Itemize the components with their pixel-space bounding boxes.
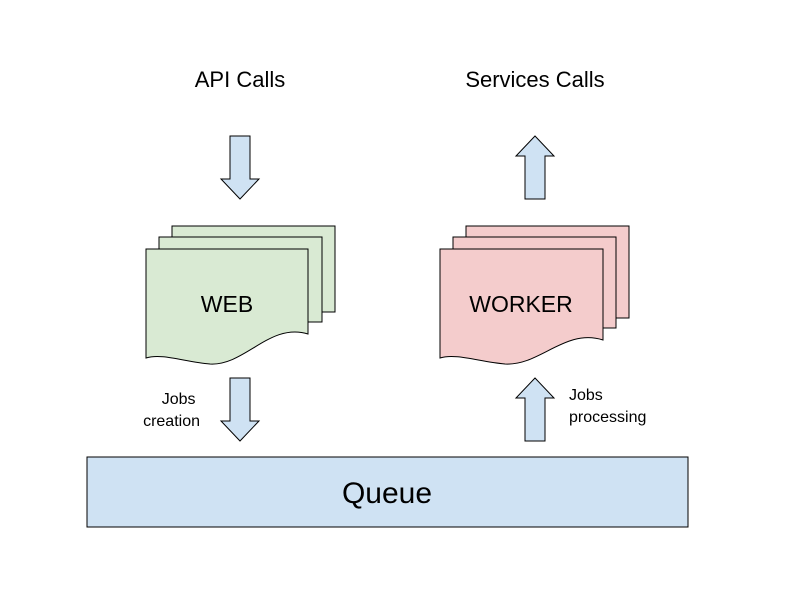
worker-document-front [439, 248, 604, 365]
api-calls-down-arrow [219, 135, 261, 200]
worker-label: WORKER [469, 291, 573, 317]
services-calls-up-arrow [514, 135, 556, 200]
jobs-creation-line-1: Jobs [162, 391, 196, 408]
jobs-processing-line-1: Jobs [569, 387, 603, 404]
web-label: WEB [201, 291, 253, 317]
worker-document-stack: WORKER [439, 225, 630, 365]
jobs-creation-down-arrow [219, 377, 261, 442]
jobs-creation-label: Jobs creation [143, 391, 200, 430]
services-calls-label: Services Calls [465, 67, 604, 92]
jobs-processing-up-arrow [514, 377, 556, 442]
web-document-stack: WEB [145, 225, 336, 365]
api-calls-label: API Calls [195, 67, 285, 92]
jobs-processing-line-2: processing [569, 409, 646, 426]
jobs-processing-label: Jobs processing [569, 387, 646, 426]
queue-box [86, 456, 689, 528]
queue-label: Queue [342, 477, 432, 510]
web-document-front [145, 248, 309, 365]
jobs-creation-line-2: creation [143, 413, 200, 430]
